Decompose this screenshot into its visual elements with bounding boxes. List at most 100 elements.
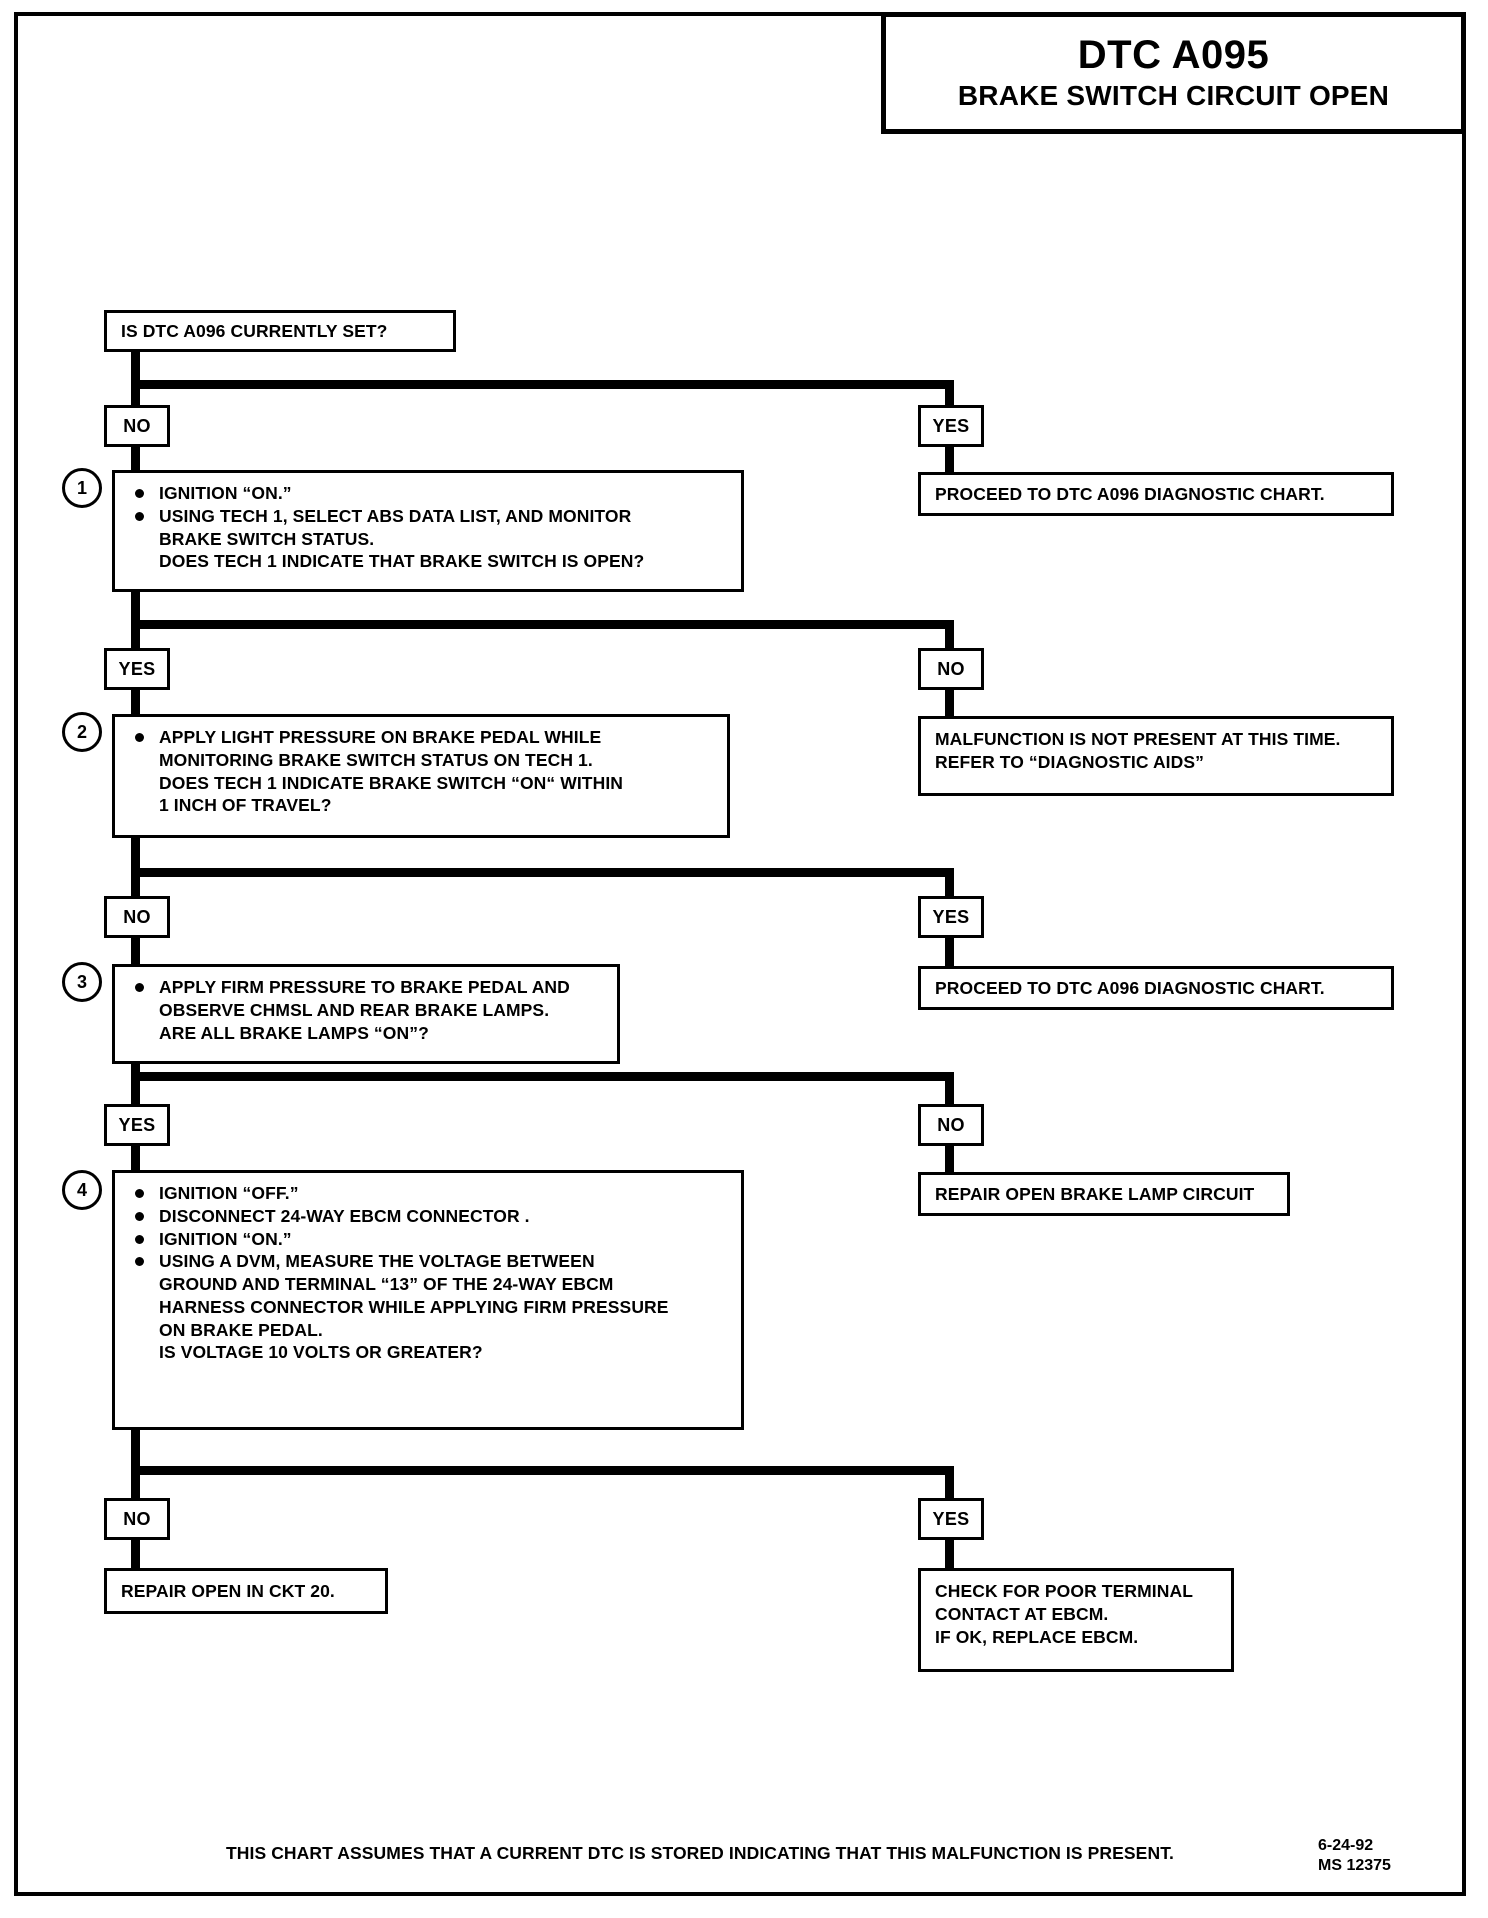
branch-text: YES (932, 906, 970, 927)
result-text: PROCEED TO DTC A096 DIAGNOSTIC CHART. (935, 977, 1325, 998)
step-bullet: USING TECH 1, SELECT ABS DATA LIST, AND … (129, 505, 729, 528)
step-number-1: 1 (62, 468, 102, 508)
terminal-right-result-box: CHECK FOR POOR TERMINAL CONTACT AT EBCM.… (918, 1568, 1234, 1672)
result-text: REPAIR OPEN BRAKE LAMP CIRCUIT (935, 1183, 1255, 1204)
step-question: DOES TECH 1 INDICATE BRAKE SWITCH “ON“ W… (159, 772, 624, 793)
branch-text: YES (118, 658, 156, 679)
dtc-description: BRAKE SWITCH CIRCUIT OPEN (957, 79, 1390, 111)
branch-label-no-terminal: NO (104, 1498, 170, 1540)
step-question: ARE ALL BRAKE LAMPS “ON”? (159, 1022, 429, 1043)
connector-stub-5 (131, 938, 140, 966)
step-bullet: IGNITION “ON.” (129, 1228, 729, 1251)
bullet-dot (135, 511, 144, 521)
branch-text: NO (123, 1508, 151, 1529)
branch-label-no-2: NO (918, 648, 984, 690)
connector-stub-9 (131, 1540, 140, 1570)
bullet-dot (135, 1257, 144, 1267)
branch-text: NO (937, 658, 965, 679)
connector-split-1 (131, 380, 954, 389)
step-1-yes-result-box: PROCEED TO DTC A096 DIAGNOSTIC CHART. (918, 472, 1394, 516)
connector-yes-1-down (945, 380, 954, 410)
connector-step2-down (131, 838, 140, 876)
page-border (14, 12, 1466, 1896)
branch-label-yes-terminal: YES (918, 1498, 984, 1540)
step-continuation: OBSERVE CHMSL AND REAR BRAKE LAMPS. (159, 999, 550, 1020)
connector-yes-4-down (131, 1072, 140, 1110)
bullet-dot (135, 1234, 144, 1244)
step-number-3: 3 (62, 962, 102, 1002)
step-2-box: APPLY LIGHT PRESSURE ON BRAKE PEDAL WHIL… (112, 714, 730, 838)
connector-no-1-down (131, 380, 140, 410)
branch-text: NO (937, 1114, 965, 1135)
step-2-no-result-box: MALFUNCTION IS NOT PRESENT AT THIS TIME.… (918, 716, 1394, 796)
step-bullet: DISCONNECT 24-WAY EBCM CONNECTOR . (129, 1205, 729, 1228)
step-number-text: 3 (76, 971, 87, 992)
result-line: CHECK FOR POOR TERMINAL (935, 1581, 1193, 1601)
connector-split-5 (131, 1466, 954, 1475)
step-continuation: MONITORING BRAKE SWITCH STATUS ON TECH 1… (159, 749, 593, 770)
connector-stub-2 (945, 445, 954, 475)
footer-note: THIS CHART ASSUMES THAT A CURRENT DTC IS… (225, 1843, 1175, 1863)
step-question: DOES TECH 1 INDICATE THAT BRAKE SWITCH I… (159, 551, 645, 572)
step-bullet: USING A DVM, MEASURE THE VOLTAGE BETWEEN (129, 1250, 729, 1273)
branch-label-no-4: NO (918, 1104, 984, 1146)
result-text: PROCEED TO DTC A096 DIAGNOSTIC CHART. (935, 483, 1325, 504)
bullet-dot (135, 1189, 144, 1198)
step-continuation: HARNESS CONNECTOR WHILE APPLYING FIRM PR… (159, 1296, 669, 1317)
connector-no-4-down (945, 1072, 954, 1110)
branch-text: YES (932, 415, 970, 436)
branch-text: YES (118, 1114, 156, 1135)
step-continuation: BRAKE SWITCH STATUS. (159, 528, 375, 549)
branch-label-no-3: NO (104, 896, 170, 938)
start-question-text: IS DTC A096 CURRENTLY SET? (121, 320, 388, 341)
connector-yes-5-down (945, 1466, 954, 1508)
branch-text: YES (932, 1508, 970, 1529)
branch-text: NO (123, 415, 151, 436)
connector-step1-down (131, 592, 140, 627)
footer-date: 6-24-92 (1318, 1837, 1374, 1854)
step-bullet: IGNITION “ON.” (129, 482, 729, 505)
connector-stub-3 (131, 688, 140, 716)
step-number-text: 4 (76, 1179, 87, 1200)
result-text: REPAIR OPEN IN CKT 20. (121, 1580, 335, 1601)
step-question: IS VOLTAGE 10 VOLTS OR GREATER? (159, 1342, 483, 1363)
step-4-no-result-box: REPAIR OPEN BRAKE LAMP CIRCUIT (918, 1172, 1290, 1216)
connector-no-2-down (945, 620, 954, 652)
bullet-dot (135, 1211, 144, 1221)
connector-yes-2-down (131, 620, 140, 652)
result-line: CONTACT AT EBCM. (935, 1603, 1109, 1624)
connector-split-4 (131, 1072, 954, 1081)
step-bullet: IGNITION “OFF.” (129, 1182, 729, 1205)
step-continuation: GROUND AND TERMINAL “13” OF THE 24-WAY E… (159, 1274, 614, 1294)
connector-split-2 (131, 620, 954, 629)
branch-text: NO (123, 906, 151, 927)
step-number-text: 2 (76, 721, 87, 742)
step-number-text: 1 (76, 477, 87, 498)
connector-no-3-down (131, 868, 140, 903)
step-bullet: APPLY LIGHT PRESSURE ON BRAKE PEDAL WHIL… (129, 726, 715, 749)
dtc-code: DTC A095 (1077, 32, 1270, 77)
step-1-box: IGNITION “ON.” USING TECH 1, SELECT ABS … (112, 470, 744, 592)
start-question-box: IS DTC A096 CURRENTLY SET? (104, 310, 456, 352)
connector-stub-10 (945, 1540, 954, 1570)
result-line: IF OK, REPLACE EBCM. (935, 1626, 1139, 1647)
branch-label-yes-2: YES (104, 648, 170, 690)
footer-doc-id: MS 12375 (1318, 1857, 1391, 1874)
connector-no-5-down (131, 1466, 140, 1508)
step-continuation: ON BRAKE PEDAL. (159, 1319, 323, 1340)
result-text: MALFUNCTION IS NOT PRESENT AT THIS TIME.… (935, 729, 1341, 772)
connector-split-3 (131, 868, 954, 877)
bullet-dot (135, 983, 144, 992)
step-3-yes-result-box: PROCEED TO DTC A096 DIAGNOSTIC CHART. (918, 966, 1394, 1010)
connector-start-down (131, 348, 140, 388)
step-number-4: 4 (62, 1170, 102, 1210)
step-4-box: IGNITION “OFF.” DISCONNECT 24-WAY EBCM C… (112, 1170, 744, 1430)
connector-stub-7 (131, 1144, 140, 1172)
connector-stub-1 (131, 445, 140, 475)
branch-label-yes-4: YES (104, 1104, 170, 1146)
connector-step4-down (131, 1430, 140, 1475)
step-bullet: APPLY FIRM PRESSURE TO BRAKE PEDAL AND (129, 976, 605, 999)
bullet-dot (135, 489, 144, 498)
step-3-box: APPLY FIRM PRESSURE TO BRAKE PEDAL AND O… (112, 964, 620, 1064)
step-number-2: 2 (62, 712, 102, 752)
